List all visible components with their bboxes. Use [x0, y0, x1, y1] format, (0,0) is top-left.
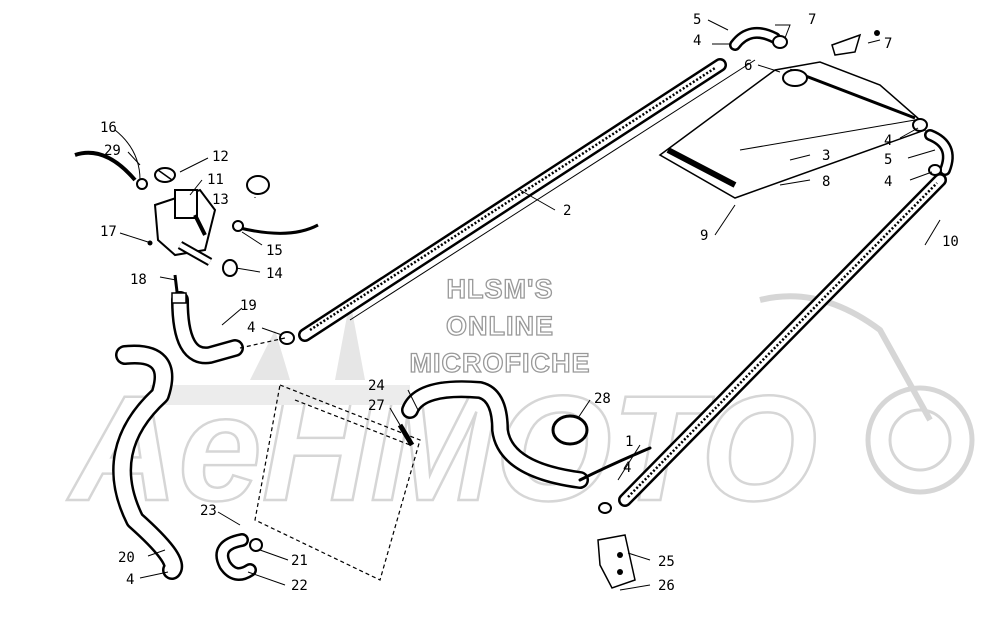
watermark-line-2: ONLINE	[446, 311, 554, 341]
long-hose-right	[618, 173, 947, 507]
routing-outline	[254, 384, 421, 581]
wheel-hub-icon	[888, 408, 952, 472]
callout-21: 21	[291, 553, 308, 569]
callout-4-top: 4	[693, 33, 701, 49]
callout-4-right-lower: 4	[884, 174, 892, 190]
callout-15: 15	[266, 243, 283, 259]
callout-16: 16	[100, 120, 117, 136]
callout-23: 23	[200, 503, 217, 519]
callout-25: 25	[658, 554, 675, 570]
callout-8: 8	[822, 174, 830, 190]
skyline-watermark-icon	[250, 300, 365, 380]
callout-5-right: 5	[884, 152, 892, 168]
callout-4-bottom: 4	[126, 572, 134, 588]
heat-exchanger-plate	[658, 61, 927, 199]
mount-bracket-7	[831, 33, 862, 56]
callout-9: 9	[700, 228, 708, 244]
callout-22: 22	[291, 578, 308, 594]
callout-7-right: 7	[884, 36, 892, 52]
clamp-13-shape	[246, 175, 270, 195]
callout-17: 17	[100, 224, 117, 240]
callout-2: 2	[563, 203, 571, 219]
callout-11: 11	[207, 172, 224, 188]
callout-7-top: 7	[808, 12, 816, 28]
callout-12: 12	[212, 149, 229, 165]
callout-14: 14	[266, 266, 283, 282]
lower-left-hose	[112, 344, 184, 580]
callout-4-lower: 4	[623, 460, 631, 476]
leader-lines	[114, 19, 941, 591]
motorcycle-wheel-icon	[865, 385, 975, 495]
watermark-line-3: MICROFICHE	[410, 348, 591, 378]
callout-20: 20	[118, 550, 135, 566]
overflow-hose-15	[239, 223, 319, 235]
clamp-28-shape	[551, 414, 589, 446]
callout-19: 19	[240, 298, 257, 314]
fitting-27	[397, 423, 415, 447]
coolant-reservoir-assembly	[74, 150, 319, 304]
callout-4-right-upper: 4	[884, 133, 892, 149]
callout-29: 29	[104, 143, 121, 159]
callout-10: 10	[942, 234, 959, 250]
callout-1: 1	[625, 434, 633, 450]
callout-24: 24	[368, 378, 385, 394]
callout-6: 6	[744, 58, 752, 74]
callout-4-mid: 4	[247, 320, 255, 336]
callout-numbers: 1 2 3 4 4 4 4 4 4 5 5 6 7 7 8 9 10 11 12…	[100, 12, 959, 594]
callout-3: 3	[822, 148, 830, 164]
callout-28: 28	[594, 391, 611, 407]
hose-24-tail	[578, 446, 652, 482]
skyline-base-watermark	[150, 385, 410, 405]
callout-26: 26	[658, 578, 675, 594]
callout-13: 13	[212, 192, 229, 208]
bracket-25-shape	[597, 534, 636, 589]
callout-5-top: 5	[693, 12, 701, 28]
cap-6-shape	[782, 69, 808, 87]
callout-27: 27	[368, 398, 385, 414]
long-hose-upper	[298, 58, 756, 342]
hlsm-watermark: HLSM'S ONLINE MICROFICHE	[409, 273, 591, 378]
watermark-line-1: HLSM'S	[447, 274, 554, 304]
callout-18: 18	[130, 272, 147, 288]
vent-hose-16	[74, 150, 137, 182]
